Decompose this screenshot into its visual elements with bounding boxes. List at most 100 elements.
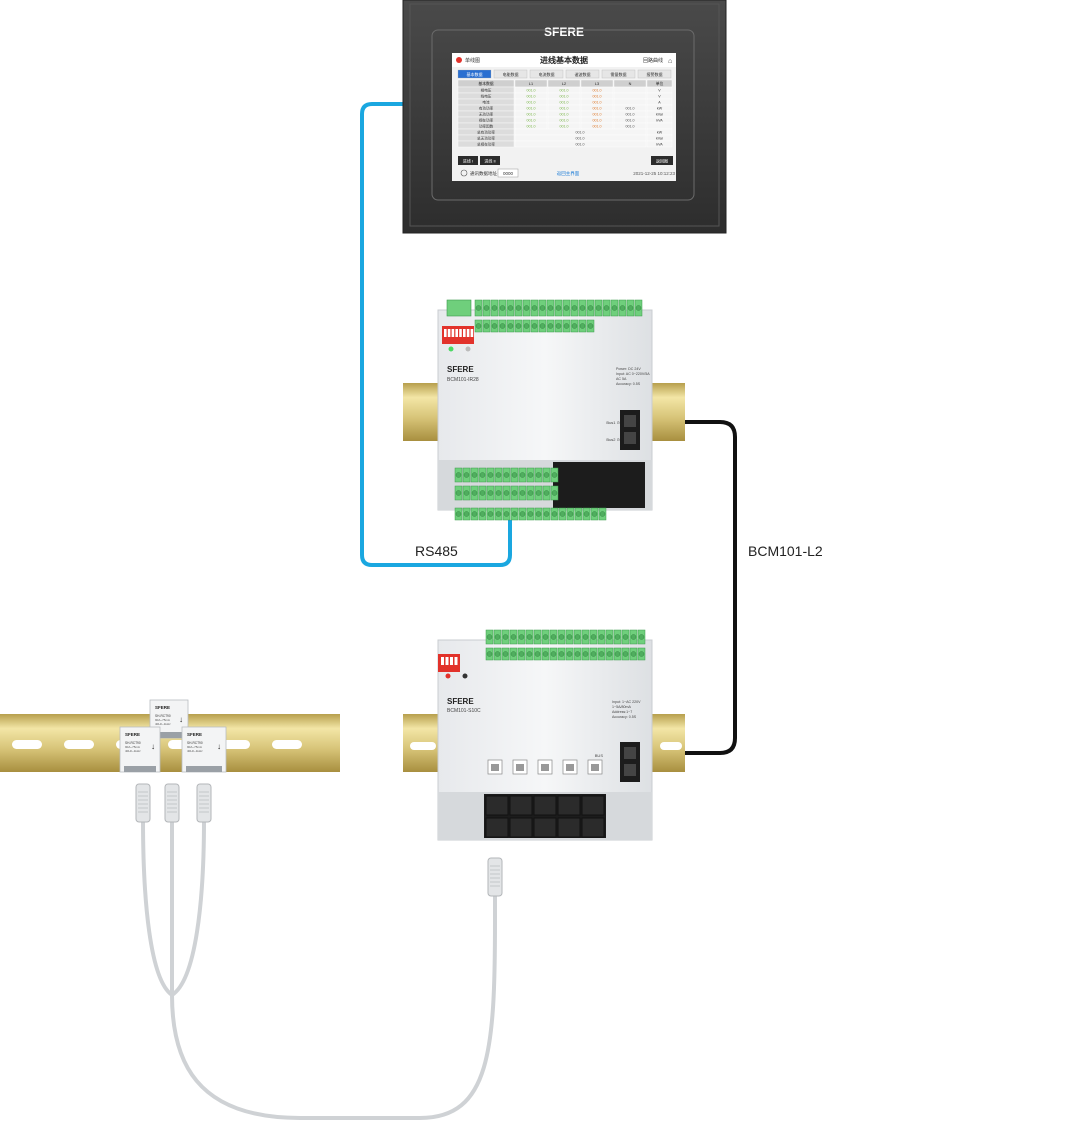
hmi-footer-right: 2021-12-25 10:12:23 — [633, 171, 675, 176]
hmi-button[interactable] — [651, 156, 673, 165]
current-sensors: SFERESH-RCT9090A~75mA40Hz~1kHz↓SFERESH-R… — [119, 699, 227, 773]
hmi-cell: 001.0 — [593, 89, 602, 93]
hmi-cell: 001.0 — [560, 101, 569, 105]
arrow-down-icon: ↓ — [151, 742, 155, 751]
hmi-tab[interactable] — [493, 69, 528, 79]
hmi-cell: 001.0 — [560, 107, 569, 111]
hmi-unit: A — [658, 101, 661, 105]
hmi-logo-icon — [456, 57, 462, 63]
hmi-cell: 001.0 — [527, 113, 536, 117]
module-bottom-brand: SFERE — [447, 697, 474, 706]
hmi-tab[interactable] — [565, 69, 600, 79]
spec-line: Address:1~7 — [612, 710, 632, 714]
bcm-link-label: BCM101-L2 — [748, 543, 823, 559]
module-bottom: SFERE BCM101-S10C Input: 1~AC 220V1~5A/8… — [437, 629, 653, 841]
hmi-top-right[interactable]: 回路曲线 — [643, 57, 663, 64]
sensor-model: SH-RCT90 — [155, 714, 171, 718]
hmi-tab-label: 需量数据 — [611, 71, 627, 77]
hmi-cell: 001.0 — [560, 119, 569, 123]
rj-plug — [196, 783, 212, 823]
hmi-col-header: 基本数据 — [478, 81, 493, 86]
hmi-cell: 001.0 — [527, 95, 536, 99]
sensor-cables — [135, 783, 503, 1120]
sensor-model: SH-RCT90 — [187, 741, 203, 745]
hmi-tab-bar: 基本数据电能数据电流数据谐波数据需量数据报警数据 — [457, 69, 672, 79]
run-led-icon — [465, 346, 471, 352]
hmi-cell: 001.0 — [527, 119, 536, 123]
hmi-tab-label: 电流数据 — [539, 71, 555, 77]
hmi-row-label: 无功功率 — [479, 112, 494, 117]
hmi-button[interactable] — [458, 156, 478, 165]
hmi-col-header: L1 — [529, 82, 533, 86]
spec-line: Input: 1~AC 220V — [612, 700, 641, 704]
hmi-tab[interactable] — [529, 69, 564, 79]
module-top-brand: SFERE — [447, 365, 474, 374]
rs485-label: RS485 — [415, 543, 458, 559]
hmi-col-header: L2 — [562, 82, 566, 86]
power-led-icon — [448, 346, 454, 352]
sensor-brand: SFERE — [187, 732, 202, 737]
hmi-footer-mid[interactable]: 返回主界面 — [557, 170, 580, 177]
hmi-cell: 001.0 — [527, 89, 536, 93]
spec-line: AC 5A — [616, 377, 627, 381]
hmi-title: 进线基本数据 — [540, 55, 588, 65]
hmi-row-label: 总有功功率 — [477, 130, 495, 135]
hmi-tab-label: 报警数据 — [647, 71, 663, 77]
hmi-screen — [431, 29, 695, 201]
hmi-button-label: 进线 I — [463, 158, 473, 164]
hmi-cell: 001.0 — [626, 119, 635, 123]
bus-cable — [640, 420, 737, 755]
sensor-spec: 90A~75mA — [187, 745, 202, 749]
hmi-tab[interactable] — [457, 69, 492, 79]
fault-led-icon — [445, 673, 451, 679]
hmi-cell: 001.0 — [560, 125, 569, 129]
hmi-cell: 001.0 — [593, 125, 602, 129]
hmi-row-label: 总视在功率 — [477, 142, 495, 147]
hmi-address-value: 0000 — [503, 171, 514, 176]
hmi-cell: 001.0 — [576, 143, 585, 147]
sensor-spec: 40Hz~1kHz — [125, 749, 141, 753]
hmi-cell: 001.0 — [560, 95, 569, 99]
hmi-tab-label: 电能数据 — [503, 71, 519, 77]
sensor-spec: 40Hz~1kHz — [155, 722, 171, 726]
hmi-col-header: L3 — [595, 82, 599, 86]
hmi-unit: V — [658, 95, 661, 99]
hmi-cell: 001.0 — [593, 119, 602, 123]
hmi-row-label: 功率因数 — [479, 124, 494, 129]
reset-button-icon[interactable] — [462, 673, 468, 679]
home-icon[interactable]: ⌂ — [668, 58, 672, 65]
hmi-unit: kW — [657, 131, 663, 135]
hmi-unit: kVar — [656, 113, 664, 117]
sensor-model: SH-RCT90 — [125, 741, 141, 745]
module-bottom-model: BCM101-S10C — [447, 708, 481, 714]
spec-line: Accuracy: 0.5S — [616, 382, 641, 386]
hmi-cell: 001.0 — [527, 107, 536, 111]
hmi-row-label: 电流 — [482, 100, 490, 105]
hmi-unit: kW — [657, 107, 663, 111]
spec-line: Power: DC 24V — [616, 367, 641, 371]
hmi-top-left[interactable]: 单线图 — [465, 57, 480, 64]
spec-line: Accuracy: 0.5S — [612, 715, 637, 719]
hmi-row-label: 视在功率 — [479, 118, 494, 123]
hmi-cell: 001.0 — [593, 101, 602, 105]
hmi-unit: V — [658, 89, 661, 93]
rs485-cable — [360, 102, 512, 567]
bus2-label: Bus2 ⊙ — [606, 437, 620, 442]
hmi-tab[interactable] — [601, 69, 636, 79]
hmi-tab[interactable] — [637, 69, 672, 79]
hmi-address-input[interactable] — [497, 168, 519, 178]
arrow-down-icon: ↓ — [217, 742, 221, 751]
hmi-cell: 001.0 — [560, 89, 569, 93]
bus1-label: Bus1 ⊙ — [606, 420, 620, 425]
sensor-spec: 40Hz~1kHz — [187, 749, 203, 753]
hmi-row-label: 相电压 — [481, 88, 492, 93]
hmi-button[interactable] — [480, 156, 500, 165]
hmi-cell: 001.0 — [560, 113, 569, 117]
hmi-cell: 001.0 — [593, 113, 602, 117]
hmi-unit: kVA — [656, 143, 663, 147]
